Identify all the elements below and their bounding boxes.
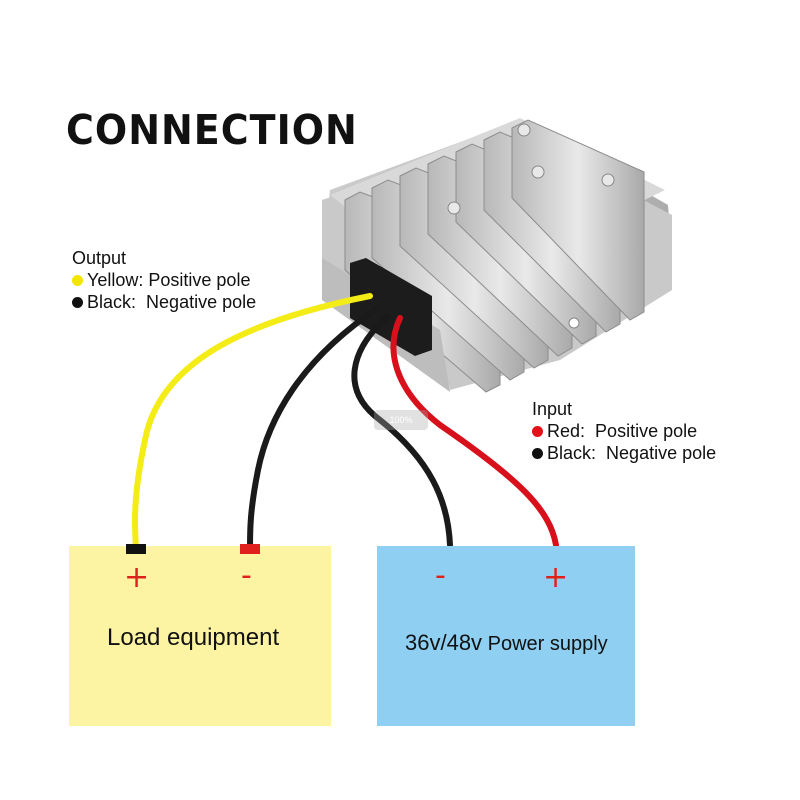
- wires: [131, 293, 559, 551]
- dc-converter-device: [322, 118, 672, 393]
- legend-desc: Negative pole: [606, 443, 717, 463]
- negative-terminal: [240, 544, 260, 554]
- output-legend: Output Yellow: Positive pole Black: Nega…: [72, 247, 256, 313]
- legend-color-name: Red:: [547, 421, 586, 441]
- minus-sign: -: [435, 558, 446, 593]
- black-dot-icon: [532, 447, 543, 459]
- input-black-wire: [351, 313, 453, 548]
- yellow-wire: [131, 293, 373, 551]
- plus-sign: +: [124, 560, 150, 595]
- input-heading: Input: [532, 399, 573, 419]
- positive-terminal: [126, 544, 146, 554]
- black-dot-icon: [72, 296, 83, 308]
- zoom-watermark: 100%: [374, 410, 428, 430]
- legend-color-name: Yellow:: [87, 270, 144, 290]
- plus-sign: +: [543, 560, 569, 595]
- legend-desc: Positive pole: [595, 421, 698, 441]
- legend-desc: Positive pole: [148, 270, 251, 290]
- legend-color-name: Black:: [87, 292, 137, 312]
- power-supply-box: - + 36v/48v Power supply: [377, 546, 635, 726]
- minus-sign: -: [241, 558, 252, 593]
- red-dot-icon: [532, 425, 543, 437]
- output-legend-black: Black: Negative pole: [72, 291, 256, 313]
- voltage-label: 36v/48v: [405, 630, 483, 655]
- page-title: CONNECTION: [66, 106, 358, 154]
- input-legend: Input Red: Positive pole Black: Negative…: [532, 398, 716, 464]
- heatsink-fins: [344, 119, 645, 393]
- output-black-wire: [247, 305, 381, 551]
- wire-grommet: [350, 258, 432, 356]
- power-supply-text: Power supply: [487, 633, 608, 655]
- legend-color-name: Black:: [547, 443, 597, 463]
- output-heading: Output: [72, 248, 127, 268]
- power-supply-label: 36v/48v Power supply: [405, 630, 608, 656]
- yellow-dot-icon: [72, 274, 83, 286]
- red-wire: [390, 315, 559, 548]
- output-legend-yellow: Yellow: Positive pole: [72, 269, 256, 291]
- legend-desc: Negative pole: [146, 292, 257, 312]
- load-equipment-box: + - Load equipment: [69, 544, 331, 726]
- load-equipment-label: Load equipment: [107, 624, 280, 651]
- input-legend-red: Red: Positive pole: [532, 420, 716, 442]
- input-legend-black: Black: Negative pole: [532, 442, 716, 464]
